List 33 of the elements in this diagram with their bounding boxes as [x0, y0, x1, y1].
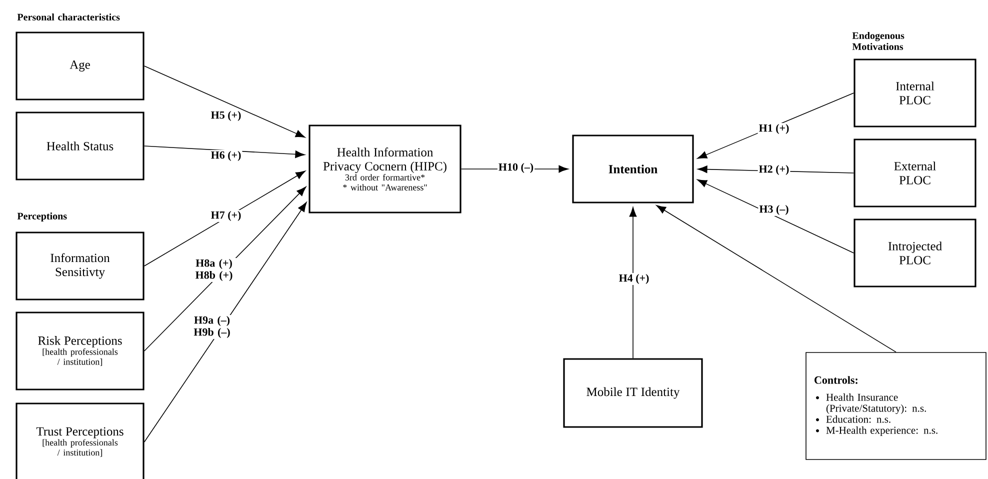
construct-box: Health Status	[16, 112, 144, 180]
edge-label: H6 (+)	[210, 150, 242, 162]
arrow	[629, 207, 637, 359]
edge-label: H9a (–) H9b (–)	[187, 315, 237, 339]
construct-box: Age	[16, 32, 144, 100]
arrow	[697, 92, 854, 159]
group-heading: Personal characteristics	[17, 13, 120, 21]
construct-box: Mobile IT Identity	[563, 358, 703, 428]
construct-box: Introjected PLOC	[854, 218, 976, 288]
edge-label: H4 (+)	[618, 273, 650, 285]
group-heading: Perceptions	[17, 212, 67, 222]
controls-box: Controls: Health Insurance (Private/Statutory): n.s. Education: n.s. M-Health experience: n.s.	[806, 352, 986, 460]
edge-label: H1 (+)	[758, 123, 790, 135]
edge-label: H10 (–)	[497, 162, 535, 174]
arrow	[697, 179, 854, 254]
construct-box: Intention	[572, 134, 694, 204]
edge-label: H8a (+) H8b (+)	[189, 258, 239, 282]
arrow	[656, 205, 896, 352]
edge-label: H2 (+)	[758, 164, 790, 176]
construct-box: External PLOC	[854, 138, 976, 208]
arrow	[144, 146, 305, 158]
edge-label: H3 (–)	[758, 204, 790, 216]
construct-box: Trust Perceptions [health professionals / institution]	[16, 402, 144, 479]
group-heading: Endogenous Motivations	[852, 32, 904, 50]
arrow	[144, 170, 306, 266]
edge-label: H7 (+)	[210, 210, 242, 222]
construct-box: Health Information Privacy Cocnern (HIPC) 3rd order formartive* * without "Awareness"	[308, 124, 462, 214]
edge-label: H5 (+)	[210, 110, 242, 122]
arrow	[144, 202, 307, 442]
construct-box: Risk Perceptions [health professionals / institution]	[16, 312, 144, 390]
arrow	[144, 66, 306, 138]
construct-box: Internal PLOC	[854, 58, 976, 128]
construct-box: Information Sensitivty	[16, 232, 144, 300]
